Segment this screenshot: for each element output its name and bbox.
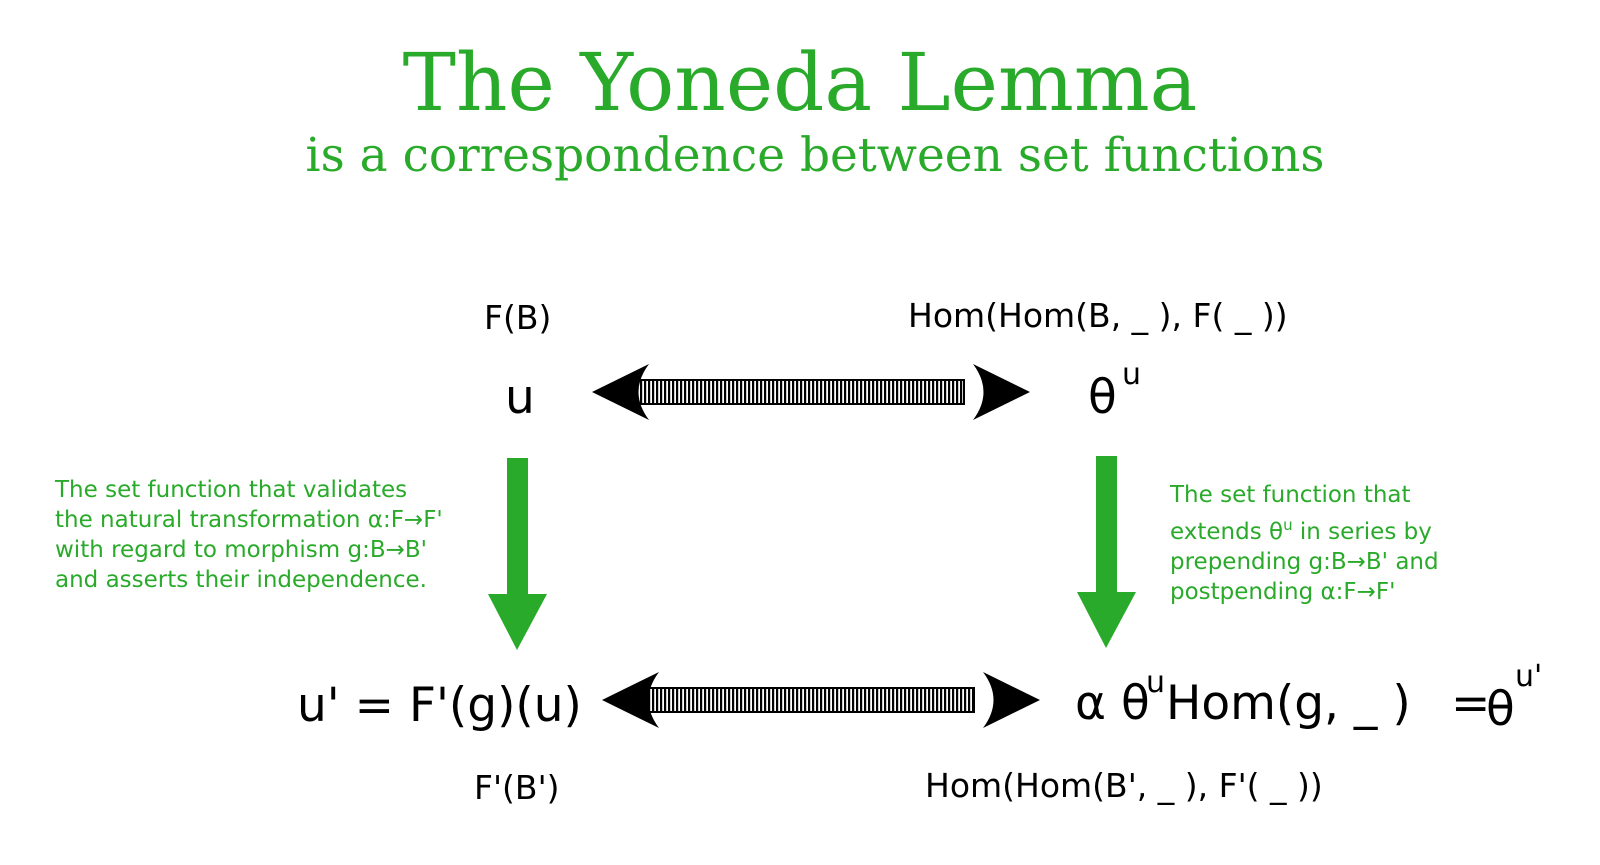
double-headed-arrow-icon	[592, 364, 1030, 420]
set-label-fpbp: F'(B')	[474, 768, 560, 807]
left-note-line: and asserts their independence.	[55, 567, 427, 593]
set-label-hom-b: Hom(Hom(B, _ ), F( _ ))	[908, 296, 1288, 335]
result-theta: θ	[1486, 682, 1515, 737]
down-arrow-icon	[1077, 456, 1136, 648]
element-u-prime: u' = F'(g)(u)	[297, 678, 582, 733]
left-note-line: with regard to morphism g:B→B'	[55, 537, 427, 563]
set-label-hom-bp: Hom(Hom(B', _ ), F'( _ ))	[925, 766, 1323, 805]
diagram-subtitle: is a correspondence between set function…	[305, 128, 1325, 183]
right-note-superscript: u	[1283, 516, 1293, 534]
theta-superscript: u	[1146, 665, 1166, 700]
left-note: The set function that validates the natu…	[55, 475, 443, 595]
equals-sign: =	[1451, 676, 1491, 731]
double-headed-arrow-icon	[602, 672, 1040, 728]
right-note-line: postpending α:F→F'	[1170, 579, 1396, 605]
right-note-text: in series by	[1292, 519, 1432, 545]
left-note-line: the natural transformation α:F→F'	[55, 507, 443, 533]
composite-expression: α θ	[1075, 676, 1150, 732]
diagram-title: The Yoneda Lemma	[402, 36, 1198, 129]
right-note-text: extends θ	[1170, 519, 1284, 545]
right-note-line: extends θu in series by	[1170, 510, 1439, 547]
alpha-symbol: α	[1075, 676, 1106, 731]
right-note-line: prepending g:B→B' and	[1170, 549, 1439, 575]
right-note: The set function that extends θu in seri…	[1170, 480, 1439, 607]
hom-g-expression: Hom(g, _ )	[1166, 676, 1411, 731]
theta-symbol: θ	[1120, 676, 1150, 731]
result-superscript: u'	[1515, 659, 1543, 694]
right-note-line: The set function that	[1170, 482, 1411, 508]
theta-superscript: u	[1122, 357, 1142, 392]
element-u: u	[505, 370, 535, 425]
left-note-line: The set function that validates	[55, 477, 408, 503]
down-arrow-icon	[488, 458, 547, 650]
set-label-fb: F(B)	[484, 298, 552, 337]
element-theta-u: θ	[1088, 370, 1117, 426]
theta-symbol: θ	[1088, 370, 1117, 425]
